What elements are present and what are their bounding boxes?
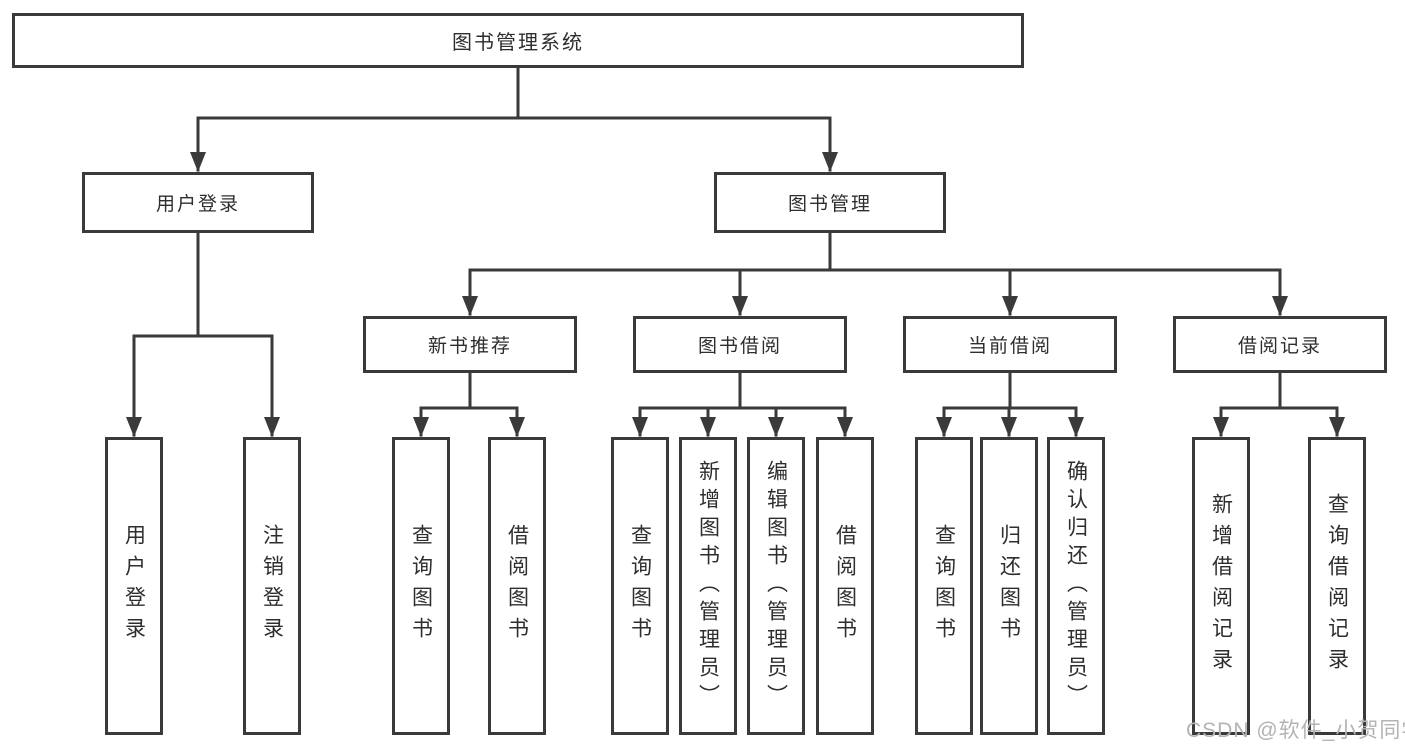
leaf-add-borrow-record: 新增借阅记录 xyxy=(1192,437,1250,735)
leaf-query-books-recommend: 查询图书 xyxy=(392,437,450,735)
node-book-borrow: 图书借阅 xyxy=(633,316,847,373)
leaf-query-books-borrow: 查询图书 xyxy=(611,437,669,735)
node-new-book-recommend: 新书推荐 xyxy=(363,316,577,373)
leaf-query-borrow-record: 查询借阅记录 xyxy=(1308,437,1366,735)
leaf-confirm-return-admin: 确认归还（管理员） xyxy=(1047,437,1105,735)
leaf-edit-books-admin: 编辑图书（管理员） xyxy=(747,437,805,735)
leaf-add-books-admin: 新增图书（管理员） xyxy=(679,437,737,735)
leaf-borrow-books-recommend: 借阅图书 xyxy=(488,437,546,735)
node-library-management-system: 图书管理系统 xyxy=(12,13,1024,68)
leaf-query-books-current: 查询图书 xyxy=(915,437,973,735)
leaf-logout-login: 注销登录 xyxy=(243,437,301,735)
csdn-watermark: CSDN @软件_小贺同学 xyxy=(1186,719,1405,742)
node-book-management: 图书管理 xyxy=(714,172,946,233)
leaf-user-login: 用户登录 xyxy=(105,437,163,735)
node-current-borrow: 当前借阅 xyxy=(903,316,1117,373)
leaf-return-books: 归还图书 xyxy=(980,437,1038,735)
arrowheads xyxy=(126,152,1345,437)
node-borrow-records: 借阅记录 xyxy=(1173,316,1387,373)
leaf-borrow-books: 借阅图书 xyxy=(816,437,874,735)
node-user-login: 用户登录 xyxy=(82,172,314,233)
